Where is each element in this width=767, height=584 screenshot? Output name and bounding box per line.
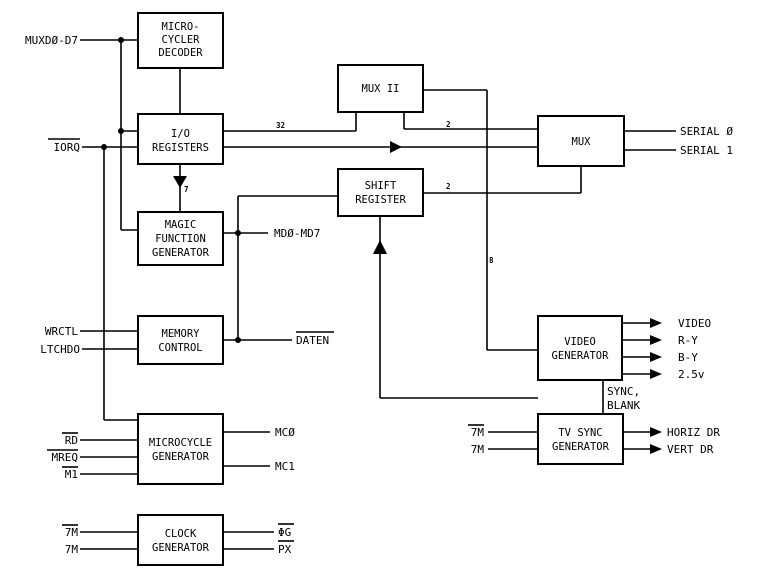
- block-label-line: I/O: [171, 128, 190, 140]
- block-label-line: DECODER: [158, 47, 203, 59]
- junction-dot: [118, 37, 124, 43]
- block-mux: MUX: [537, 115, 625, 167]
- input-label-tv-7m-bar: 7M: [471, 426, 485, 439]
- block-label-line: MUX: [572, 136, 592, 148]
- input-label-tv-7m: 7M: [471, 443, 485, 456]
- arrows: [173, 141, 662, 454]
- block-clock-generator: CLOCK GENERATOR: [137, 514, 224, 566]
- output-label-serial0: SERIAL Ø: [680, 125, 733, 138]
- output-label-r-y: R-Y: [678, 334, 698, 347]
- block-label-line: VIDEO: [564, 336, 596, 348]
- arrow-right-icon: [650, 352, 662, 362]
- junctions: [101, 37, 241, 343]
- output-label-vert-dr: VERT DR: [667, 443, 714, 456]
- junction-dot: [101, 144, 107, 150]
- output-label-b-y: B-Y: [678, 351, 698, 364]
- output-label-horiz-dr: HORIZ DR: [667, 426, 720, 439]
- output-label-daten: DATEN: [296, 334, 329, 347]
- block-label-line: GENERATOR: [552, 441, 610, 453]
- block-label-line: GENERATOR: [552, 350, 610, 362]
- block-label-line: CYCLER: [162, 34, 201, 46]
- arrow-right-icon: [650, 369, 662, 379]
- block-magic-function-generator: MAGIC FUNCTION GENERATOR: [137, 211, 224, 266]
- block-label-line: MEMORY: [162, 328, 201, 340]
- output-label-phi-g: ΦG: [278, 526, 291, 539]
- junction-dot: [235, 230, 241, 236]
- block-label-line: MUX II: [362, 83, 400, 95]
- bus-width-label: 7: [184, 185, 189, 194]
- block-label-line: TV SYNC: [558, 427, 602, 439]
- signal-label-sync: SYNC,: [607, 385, 640, 398]
- arrow-right-icon: [650, 444, 662, 454]
- output-label-video: VIDEO: [678, 317, 711, 330]
- junction-dot: [118, 128, 124, 134]
- bus-width-label: 8: [489, 256, 494, 265]
- block-mux-ii: MUX II: [337, 64, 424, 113]
- output-label-mc0: MCØ: [275, 426, 295, 439]
- arrow-right-icon: [650, 427, 662, 437]
- bus-width-label: 32: [276, 121, 285, 130]
- block-microcycle-generator: MICROCYCLE GENERATOR: [137, 413, 224, 485]
- block-label-line: GENERATOR: [152, 247, 210, 259]
- block-label-line: SHIFT: [365, 180, 397, 192]
- block-io-registers: I/O REGISTERS: [137, 113, 224, 165]
- output-label-px: PX: [278, 543, 292, 556]
- block-video-generator: VIDEO GENERATOR: [537, 315, 623, 381]
- output-label-2-5v: 2.5v: [678, 368, 705, 381]
- block-tv-sync-generator: TV SYNC GENERATOR: [537, 413, 624, 465]
- input-label-7m-bar: 7M: [65, 526, 79, 539]
- arrow-up-icon: [373, 240, 387, 254]
- arrow-right-icon: [650, 335, 662, 345]
- block-memory-control: MEMORY CONTROL: [137, 315, 224, 365]
- block-shift-register: SHIFT REGISTER: [337, 168, 424, 217]
- arrow-right-icon: [390, 141, 402, 153]
- arrow-down-icon: [173, 176, 187, 188]
- input-label-muxd: MUXDØ-D7: [25, 34, 78, 47]
- input-label-mreq: MREQ: [52, 451, 79, 464]
- arrow-right-icon: [650, 318, 662, 328]
- input-label-iorq: IORQ: [54, 141, 81, 154]
- block-label-line: GENERATOR: [152, 542, 210, 554]
- output-label-serial1: SERIAL 1: [680, 144, 733, 157]
- signal-label-blank: BLANK: [607, 399, 640, 412]
- bus-width-label: 2: [446, 182, 451, 191]
- block-label-line: MAGIC: [165, 219, 197, 231]
- wires: [80, 39, 676, 550]
- input-label-wrctl: WRCTL: [45, 325, 78, 338]
- bus-width-label: 2: [446, 120, 451, 129]
- block-label-line: REGISTER: [355, 194, 406, 206]
- block-microcycler-decoder: MICRO- CYCLER DECODER: [137, 12, 224, 69]
- output-label-mc1: MC1: [275, 460, 295, 473]
- junction-dot: [235, 337, 241, 343]
- output-label-md: MDØ-MD7: [274, 227, 320, 240]
- input-label-7m: 7M: [65, 543, 79, 556]
- input-label-m1: M1: [65, 468, 78, 481]
- block-label-line: FUNCTION: [155, 233, 206, 245]
- block-label-line: REGISTERS: [152, 142, 209, 154]
- block-label-line: GENERATOR: [152, 451, 210, 463]
- block-label-line: MICRO-: [162, 21, 200, 33]
- block-label-line: MICROCYCLE: [149, 437, 212, 449]
- input-label-ltchdo: LTCHDO: [40, 343, 80, 356]
- input-label-rd: RD: [65, 434, 78, 447]
- block-label-line: CLOCK: [165, 528, 197, 540]
- block-label-line: CONTROL: [158, 342, 202, 354]
